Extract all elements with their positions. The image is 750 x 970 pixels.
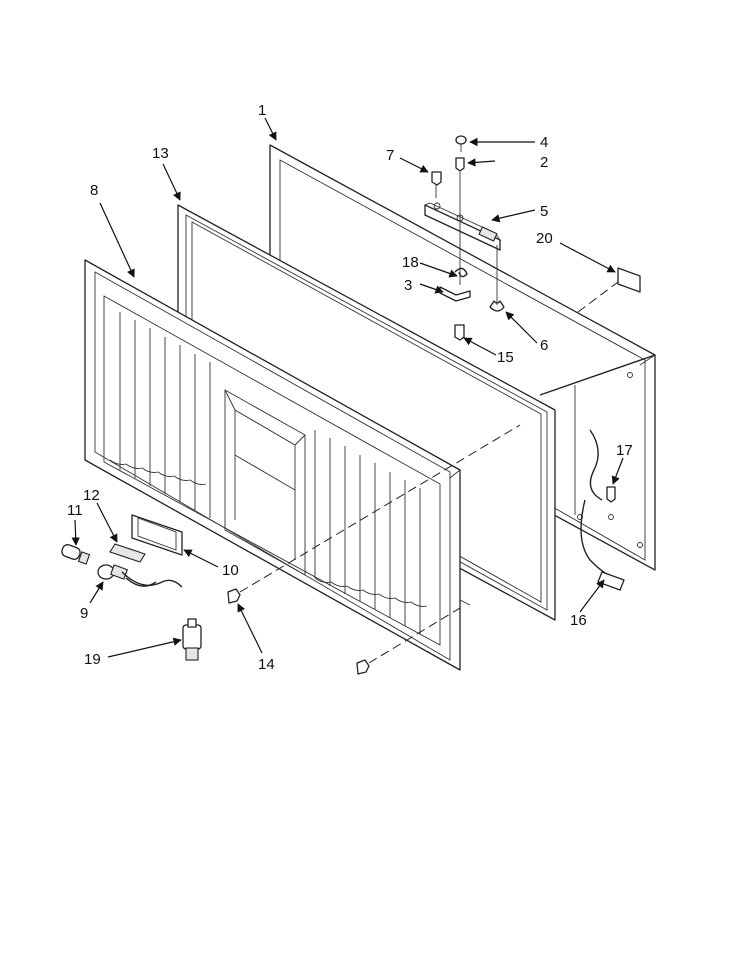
hinge-assembly xyxy=(423,135,641,341)
callout-7: 7 xyxy=(386,147,394,164)
wiring-harness xyxy=(580,429,625,591)
callout-11: 11 xyxy=(67,502,83,519)
callout-14: 14 xyxy=(258,656,275,673)
callout-3: 3 xyxy=(404,277,412,294)
callout-8: 8 xyxy=(90,182,98,199)
callout-6: 6 xyxy=(540,337,548,354)
callout-labels: 1 2 3 4 5 6 7 8 9 10 11 12 13 14 15 16 1… xyxy=(67,102,633,673)
callout-1: 1 xyxy=(258,102,266,119)
light-assembly xyxy=(61,514,183,588)
callout-leaders xyxy=(71,117,624,658)
door-inner-liner xyxy=(84,259,471,671)
callout-16: 16 xyxy=(570,612,587,629)
door-screws xyxy=(227,424,521,675)
callout-4: 4 xyxy=(540,134,548,151)
callout-19: 19 xyxy=(84,651,101,668)
callout-9: 9 xyxy=(80,605,88,622)
door-switch xyxy=(182,618,202,661)
callout-18: 18 xyxy=(402,254,419,271)
callout-17: 17 xyxy=(616,442,633,459)
callout-5: 5 xyxy=(540,203,548,220)
callout-12: 12 xyxy=(83,487,100,504)
callout-10: 10 xyxy=(222,562,239,579)
callout-20: 20 xyxy=(536,230,553,247)
callout-2: 2 xyxy=(540,154,548,171)
callout-13: 13 xyxy=(152,145,169,162)
callout-15: 15 xyxy=(497,349,514,366)
